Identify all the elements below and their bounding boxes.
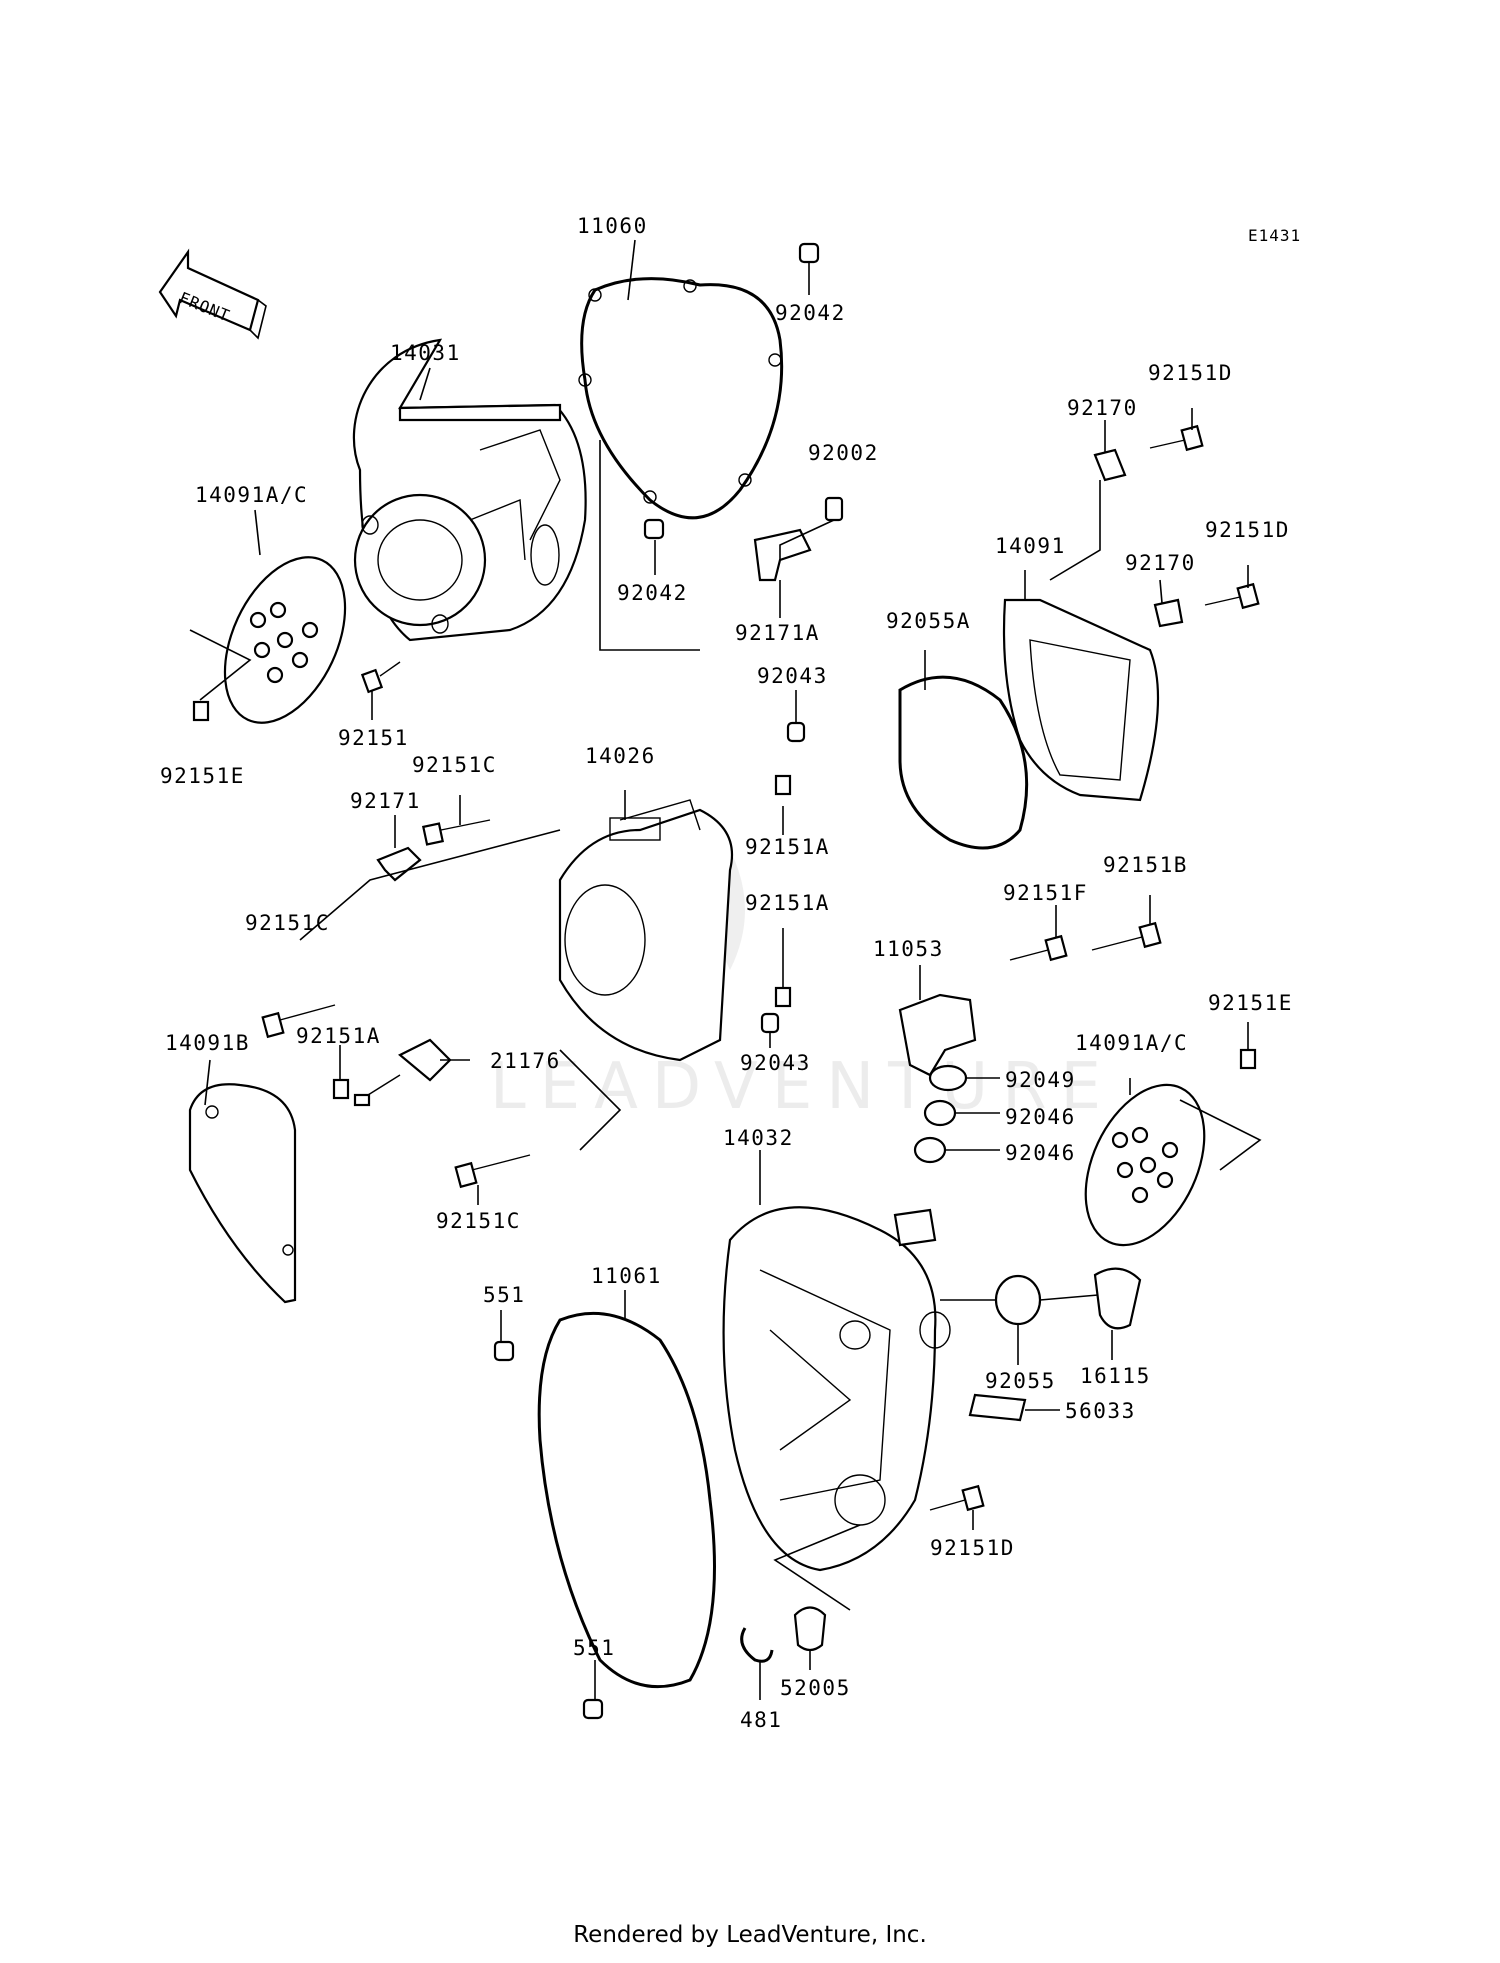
part-551-dowel-lower	[582, 1698, 604, 1720]
part-92055a-gasket	[898, 675, 1029, 850]
label-481: 481	[740, 1708, 782, 1732]
part-14026-cover	[558, 799, 734, 1062]
part-92170-clamp-lower	[1153, 598, 1184, 628]
part-16115-cap	[1093, 1267, 1142, 1330]
label-92055a: 92055A	[886, 609, 971, 633]
part-14091-cover	[1002, 598, 1160, 802]
label-551: 551	[483, 1283, 525, 1307]
part-92151d-bolt-upper	[1149, 424, 1204, 452]
part-92055-oring	[994, 1274, 1042, 1326]
part-92151e-bolt-right	[1239, 1048, 1257, 1070]
label-92042: 92042	[775, 301, 846, 325]
label-92002: 92002	[808, 441, 879, 465]
part-92151c-bolt-bottom	[454, 1154, 531, 1189]
part-92042-dowel-top	[798, 242, 820, 264]
label-16115: 16115	[1080, 1364, 1151, 1388]
part-92151b-bolt	[1091, 921, 1162, 951]
label-92042: 92042	[617, 581, 688, 605]
label-11053: 11053	[873, 937, 944, 961]
label-14091ac: 14091A/C	[1075, 1031, 1188, 1055]
part-92043-dowel-lower	[760, 1012, 780, 1034]
part-92043-dowel-upper	[786, 721, 806, 743]
label-92151e: 92151E	[1208, 991, 1293, 1015]
label-92170: 92170	[1125, 551, 1196, 575]
part-14031-cover	[352, 338, 587, 642]
label-92151d: 92151D	[1148, 361, 1233, 385]
part-14091ac-cap-right	[1084, 1083, 1206, 1247]
front-arrow-icon: FRONT	[158, 248, 267, 340]
label-14091b: 14091B	[165, 1031, 250, 1055]
part-92151a-bolt-right-upper	[774, 774, 792, 796]
label-92151d: 92151D	[930, 1536, 1015, 1560]
label-21176: 21176	[490, 1049, 561, 1073]
label-92043: 92043	[740, 1051, 811, 1075]
part-92151c-bolt-mid	[261, 1004, 336, 1039]
label-14032: 14032	[723, 1126, 794, 1150]
part-92151a-bolt-right-lower	[774, 986, 792, 1008]
label-14091: 14091	[995, 534, 1066, 558]
part-11061-gasket	[537, 1311, 716, 1689]
part-92046-bearing-lower	[913, 1136, 947, 1164]
part-92170-clamp-upper	[1093, 448, 1127, 482]
label-14026: 14026	[585, 744, 656, 768]
label-92151a: 92151A	[745, 835, 830, 859]
part-92151a-bolt-left	[332, 1078, 350, 1100]
part-92042-dowel-mid	[643, 518, 665, 540]
part-92171a-clamp	[753, 528, 812, 582]
label-92043: 92043	[757, 664, 828, 688]
part-92151-bolt	[360, 661, 401, 694]
part-52005-seal	[793, 1606, 827, 1652]
watermark-text: LEADVENTURE	[490, 1050, 1115, 1124]
diagram-code: E1431	[1248, 226, 1301, 245]
label-92046: 92046	[1005, 1141, 1076, 1165]
label-14091ac: 14091A/C	[195, 483, 308, 507]
label-92046: 92046	[1005, 1105, 1076, 1129]
part-92151d-bolt-bottom	[929, 1484, 985, 1512]
part-92171-clamp	[376, 846, 422, 882]
label-56033: 56033	[1065, 1399, 1136, 1423]
label-52005: 52005	[780, 1676, 851, 1700]
part-92151f-bolt	[1009, 934, 1068, 962]
label-92151e: 92151E	[160, 764, 245, 788]
label-92151a: 92151A	[296, 1024, 381, 1048]
label-92151f: 92151F	[1003, 881, 1088, 905]
part-92151c-bolt-top	[421, 819, 491, 846]
label-92151d: 92151D	[1205, 518, 1290, 542]
part-92049-seal	[928, 1064, 968, 1092]
label-92049: 92049	[1005, 1068, 1076, 1092]
label-92170: 92170	[1067, 396, 1138, 420]
label-92055: 92055	[985, 1369, 1056, 1393]
label-551: 551	[573, 1636, 615, 1660]
label-92151c: 92151C	[436, 1209, 521, 1233]
part-labels: 11060 92042 14031 14091A/C 92042 92002 9…	[160, 214, 1293, 1732]
label-92151b: 92151B	[1103, 853, 1188, 877]
label-11060: 11060	[577, 214, 648, 238]
part-14091b-plate	[188, 1083, 297, 1304]
label-92151c: 92151C	[245, 911, 330, 935]
label-11061: 11061	[591, 1264, 662, 1288]
label-92151c: 92151C	[412, 753, 497, 777]
part-92151e-bolt-left	[192, 700, 210, 722]
part-21176-sensor	[353, 1038, 452, 1107]
part-56033-label	[968, 1393, 1027, 1422]
label-92171a: 92171A	[735, 621, 820, 645]
part-92002-bolt	[824, 496, 844, 522]
part-14032-clutch-cover	[722, 1206, 951, 1572]
label-92171: 92171	[350, 789, 421, 813]
label-14031: 14031	[390, 341, 461, 365]
part-14091ac-cap-left	[223, 556, 347, 724]
part-11060-gasket	[578, 277, 784, 520]
footer-credit: Rendered by LeadVenture, Inc.	[573, 1922, 927, 1948]
part-551-dowel-upper	[493, 1340, 515, 1362]
leader-lines	[189, 239, 1262, 1700]
label-92151a: 92151A	[745, 891, 830, 915]
part-92151d-bolt-lower	[1204, 582, 1260, 610]
label-92151: 92151	[338, 726, 409, 750]
part-92046-bearing-upper	[923, 1099, 957, 1127]
part-481-circlip	[740, 1627, 774, 1663]
part-11053-bracket	[898, 993, 977, 1077]
